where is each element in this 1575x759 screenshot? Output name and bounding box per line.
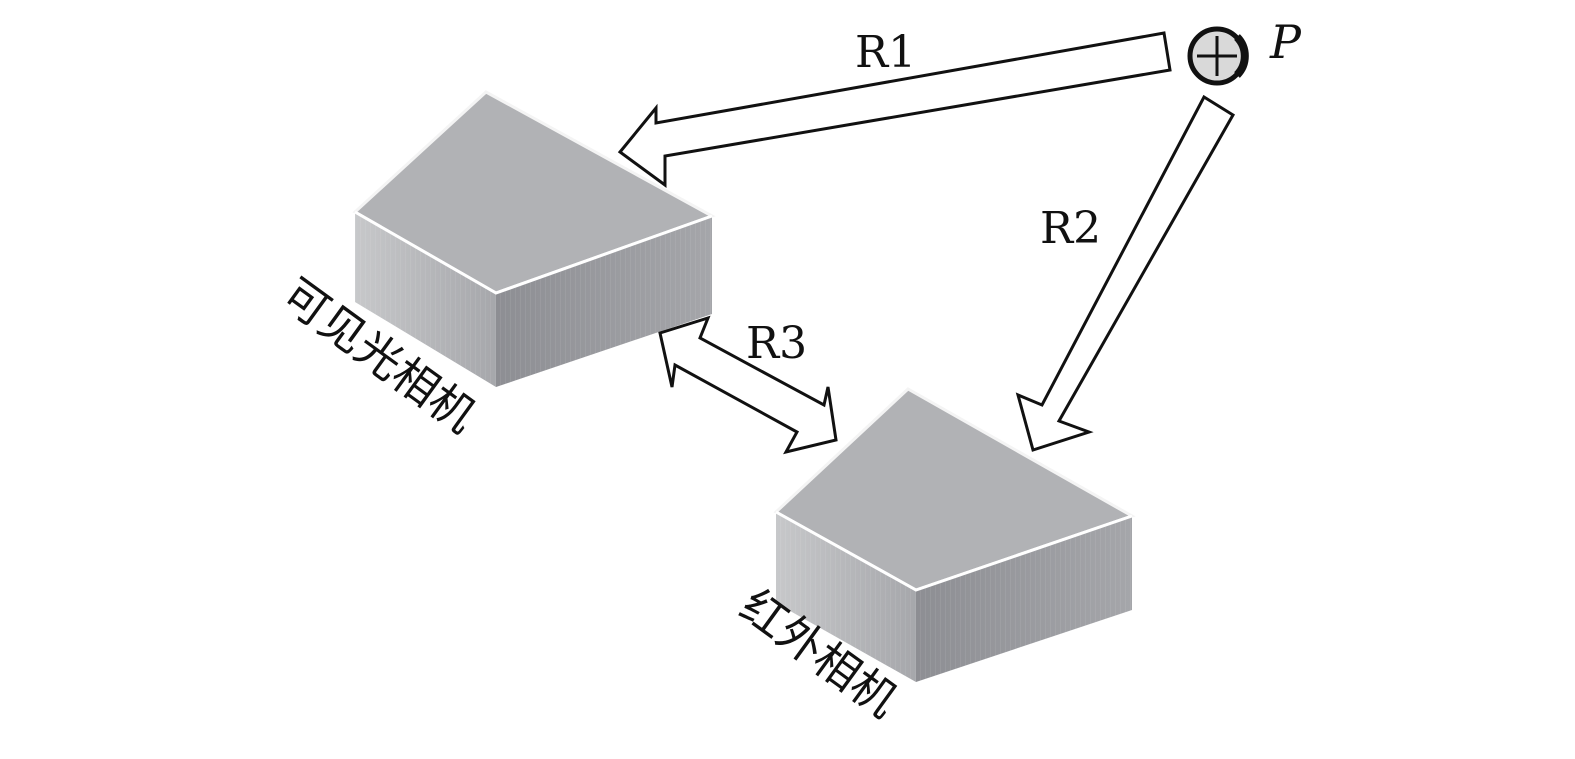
visible-camera-side-texture-right [496,216,712,387]
label-r2: R2 [1040,203,1101,254]
infrared-camera-side-texture [916,516,1132,682]
label-r3: R3 [746,318,807,369]
point-p-target-icon [1186,25,1249,87]
visible-camera-block [352,90,716,387]
visible-camera-side-texture [355,212,496,387]
infrared-camera-top-edge-highlight [775,510,1133,592]
infrared-camera-front-texture [776,512,916,682]
visible-camera-top-edge-highlight [354,210,713,295]
infrared-camera-block [773,387,1136,682]
label-point-p: P [1269,15,1302,69]
arrow-r1 [617,31,1172,188]
arrow-r3 [658,315,838,455]
arrow-r2 [1015,94,1236,452]
label-r1: R1 [855,27,916,78]
